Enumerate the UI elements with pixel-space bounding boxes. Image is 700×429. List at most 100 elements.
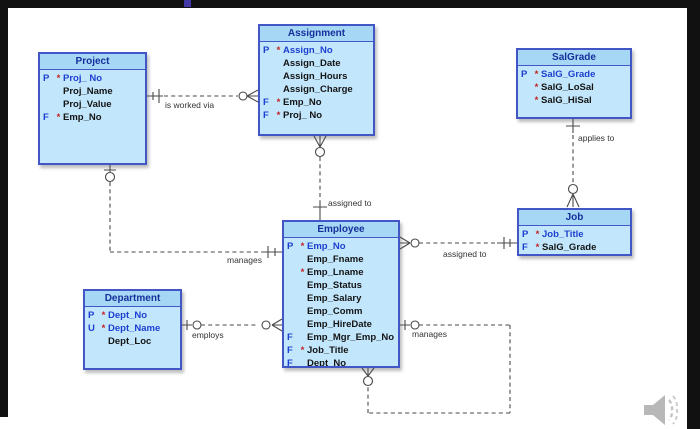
relationship-manages-project: manages [104, 165, 282, 265]
required-star: * [56, 112, 61, 123]
attribute-row: Emp_Fname [284, 253, 398, 266]
key-flag: P [521, 69, 528, 80]
attribute-name: Job_Title [542, 229, 584, 240]
required-star [274, 83, 283, 96]
required-star: * [56, 73, 61, 84]
attribute-row: Dept_Loc [85, 335, 180, 348]
attribute-row: F*Emp_No [260, 96, 373, 109]
attribute-row: P*Emp_No [284, 240, 398, 253]
attribute-row: Emp_HireDate [284, 318, 398, 331]
attribute-name: Emp_Comm [307, 306, 363, 317]
crowfoot-icon [271, 318, 283, 332]
relationship-assigned-to-employee: assigned to [313, 135, 372, 220]
required-star: * [534, 95, 539, 106]
attribute-row: P*Assign_No [260, 44, 373, 57]
attribute-name: SalG_Grade [542, 242, 597, 253]
key-flag: P [43, 73, 50, 84]
attribute-name: SalG_HiSal [541, 95, 592, 106]
relationship-label: assigned to [328, 198, 372, 208]
speaker-icon[interactable] [640, 388, 686, 429]
required-star: * [101, 310, 106, 321]
required-star [298, 253, 307, 266]
required-star: * [534, 82, 539, 93]
entity-header: SalGrade [518, 50, 630, 66]
attribute-name: Proj_Name [63, 86, 113, 97]
required-star: * [276, 110, 281, 121]
letterbox-right [687, 0, 700, 429]
key-flag: F [263, 97, 269, 108]
attribute-row: P*SalG_Grade [518, 68, 630, 81]
required-star [274, 57, 283, 70]
attribute-row: F*SalG_Grade [519, 241, 630, 254]
attribute-row: P*Job_Title [519, 228, 630, 241]
entity-header: Employee [284, 222, 398, 238]
attribute-row: Proj_Value [40, 98, 145, 111]
attribute-name: Assign_Charge [283, 84, 353, 95]
key-flag [40, 98, 54, 111]
entity-salgrade: SalGrade P*SalG_Grade*SalG_LoSal*SalG_Hi… [516, 48, 632, 119]
relationship-label: assigned to [443, 249, 487, 259]
required-star [54, 98, 63, 111]
key-flag [260, 70, 274, 83]
attribute-name: SalG_LoSal [541, 82, 594, 93]
attribute-row: Emp_Status [284, 279, 398, 292]
required-star: * [101, 323, 106, 334]
required-star [298, 279, 307, 292]
required-star [274, 70, 283, 83]
attribute-name: Proj_ No [63, 73, 103, 84]
attribute-name: Dept_No [108, 310, 148, 321]
required-star: * [535, 229, 540, 240]
crowfoot-icon [566, 193, 580, 208]
key-flag [518, 94, 532, 107]
attribute-row: P *Proj_ No [40, 72, 145, 85]
key-flag [260, 57, 274, 70]
attribute-row: Proj_Name [40, 85, 145, 98]
attribute-row: F*Job_Title [284, 344, 398, 357]
attribute-name: Emp_No [307, 241, 346, 252]
key-flag: F [43, 112, 49, 123]
relationship-assigned-to-job: assigned to [399, 236, 517, 259]
attribute-row: F *Emp_No [40, 111, 145, 124]
relationship-label: applies to [578, 133, 615, 143]
attribute-row: *Emp_Lname [284, 266, 398, 279]
key-flag [284, 266, 298, 279]
required-star [99, 335, 108, 348]
attribute-name: Job_Title [307, 345, 349, 356]
entity-header: Assignment [260, 26, 373, 42]
attribute-row: Assign_Date [260, 57, 373, 70]
attribute-name: Emp_Salary [307, 293, 362, 304]
entity-header: Project [40, 54, 145, 70]
key-flag: P [287, 241, 294, 252]
attribute-row: *SalG_HiSal [518, 94, 630, 107]
key-flag: P [88, 310, 95, 321]
key-flag: U [88, 323, 95, 334]
relationship-label: manages [412, 329, 447, 339]
key-flag: P [263, 45, 270, 56]
required-star: * [276, 97, 281, 108]
key-flag: F [287, 345, 293, 356]
relationship-employs: employs [182, 318, 283, 340]
attribute-row: Assign_Charge [260, 83, 373, 96]
key-flag [284, 253, 298, 266]
attribute-name: Emp_Mgr_Emp_No [307, 332, 395, 343]
key-flag [518, 81, 532, 94]
required-star [54, 85, 63, 98]
attribute-name: Emp_No [63, 112, 102, 123]
attribute-name: Emp_HireDate [307, 319, 372, 330]
attribute-name: Dept_Loc [108, 336, 152, 347]
attribute-row: Emp_Salary [284, 292, 398, 305]
entity-header: Department [85, 291, 180, 307]
key-flag [284, 292, 298, 305]
attribute-name: Proj_ No [283, 110, 323, 121]
key-flag: F [263, 110, 269, 121]
